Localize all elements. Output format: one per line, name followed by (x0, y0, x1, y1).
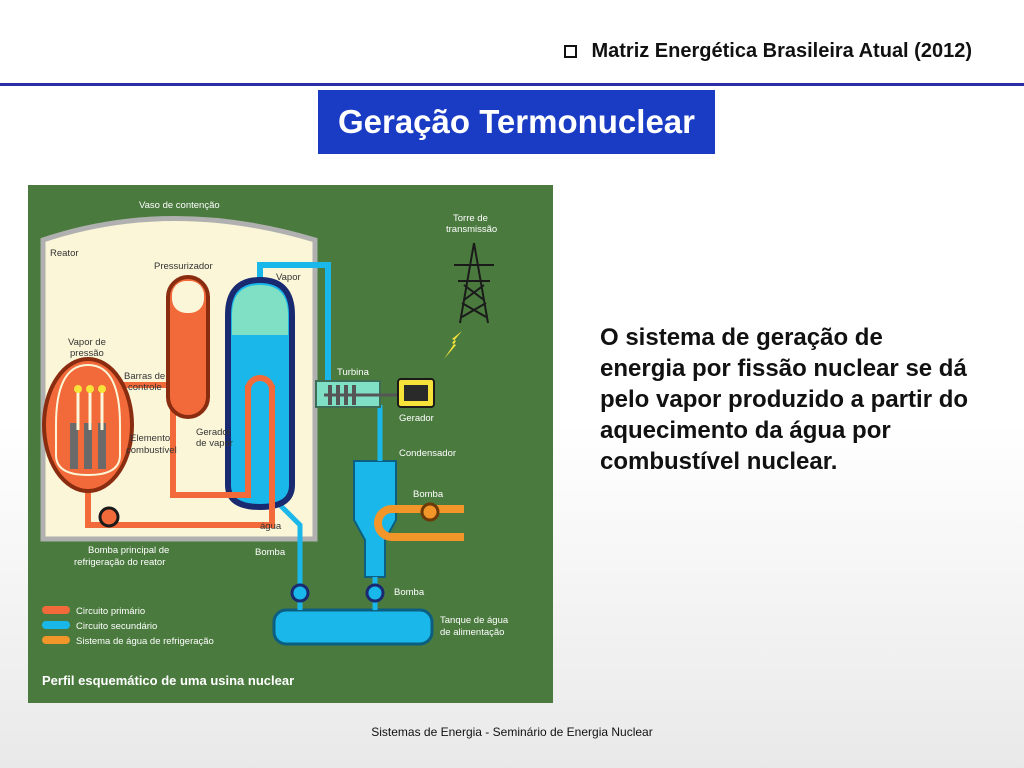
label-gerador-vapor-1: Gerador (196, 427, 231, 438)
legend-swatch-secondary (42, 621, 70, 629)
label-tanque-1: Tanque de água (440, 615, 509, 626)
pressurizer-steam (172, 281, 204, 313)
label-bomba-1: Bomba (413, 489, 444, 500)
label-reator: Reator (50, 248, 79, 259)
nuclear-plant-diagram: Vaso de contenção Reator Pressurizador V… (28, 185, 553, 703)
label-torre-2: transmissão (446, 224, 497, 235)
legend-label-secondary: Circuito secundário (76, 621, 157, 632)
label-gerador-vapor-2: de vapor (196, 438, 233, 449)
lightning-icon (444, 331, 462, 359)
diagram-caption: Perfil esquemático de uma usina nuclear (42, 673, 294, 688)
steam-generator (225, 276, 295, 511)
label-agua: água (260, 521, 282, 532)
cooling-pump (420, 502, 440, 522)
label-vapor-pressao-1: Vapor de (68, 337, 106, 348)
label-gerador: Gerador (399, 413, 434, 424)
header-divider (0, 83, 1024, 86)
label-pressurizador: Pressurizador (154, 261, 213, 272)
label-barras-1: Barras de (124, 371, 165, 382)
label-elemento-1: Elemento (130, 433, 170, 444)
pressurizer (166, 275, 210, 419)
legend-swatch-cooling (42, 636, 70, 644)
label-barras-2: controle (128, 382, 162, 393)
label-torre-1: Torre de (453, 213, 488, 224)
transmission-tower-icon (454, 242, 494, 324)
legend-label-cooling: Sistema de água de refrigeração (76, 636, 214, 647)
u-tube (245, 375, 275, 391)
control-rod-head-3 (98, 385, 106, 393)
return-line (273, 498, 303, 610)
primary-pump (98, 506, 120, 528)
diagram-svg: Vaso de contenção Reator Pressurizador V… (40, 200, 509, 688)
legend: Circuito primário Circuito secundário Si… (42, 606, 214, 647)
steam-dome (232, 285, 288, 335)
checkbox-bullet-icon (564, 45, 578, 58)
cooling-loop (374, 505, 464, 541)
header-title-text: Matriz Energética Brasileira Atual (2012… (591, 40, 972, 62)
label-bomba-3: Bomba (394, 587, 425, 598)
label-bomba-principal-2: refrigeração do reator (74, 557, 165, 568)
legend-swatch-primary (42, 606, 70, 614)
legend-label-primary: Circuito primário (76, 606, 145, 617)
control-rod-head-1 (74, 385, 82, 393)
description-text: O sistema de geração de energia por fiss… (600, 324, 969, 475)
label-vapor: Vapor (276, 272, 301, 283)
slide-title-box: Geração Termonuclear (318, 90, 715, 154)
primary-cold-leg (85, 385, 275, 528)
label-bomba-2: Bomba (255, 547, 286, 558)
feedwater-tank (272, 608, 434, 646)
control-rod-head-2 (86, 385, 94, 393)
secondary-pump-2 (365, 583, 385, 603)
slide-title: Geração Termonuclear (337, 103, 696, 140)
secondary-pump-1 (290, 583, 310, 603)
label-elemento-2: combustível (126, 445, 177, 456)
label-tanque-2: de alimentação (440, 627, 504, 638)
fuel-element-2 (84, 423, 92, 469)
header-title: Matriz Energética Brasileira Atual (2012… (564, 40, 972, 63)
fuel-element-3 (98, 423, 106, 469)
label-turbina: Turbina (337, 367, 370, 378)
label-vapor-pressao-2: pressão (70, 348, 104, 359)
label-condensador: Condensador (399, 448, 456, 459)
fuel-element-1 (70, 423, 78, 469)
footer-text: Sistemas de Energia - Seminário de Energ… (371, 725, 653, 739)
label-vaso: Vaso de contenção (139, 200, 220, 211)
label-bomba-principal-1: Bomba principal de (88, 545, 169, 556)
